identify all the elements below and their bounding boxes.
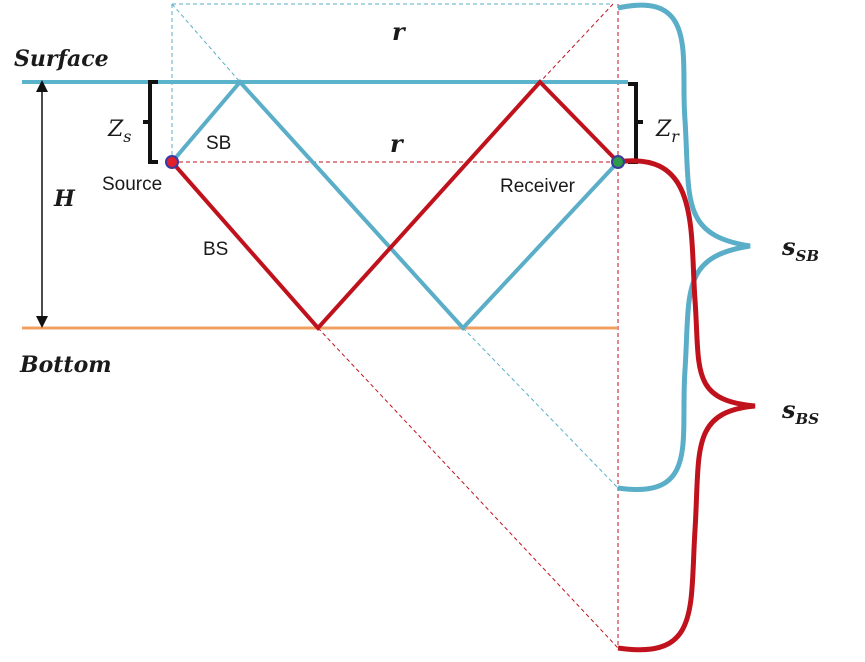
bottom-label: Bottom <box>19 352 112 378</box>
source-marker <box>165 155 179 169</box>
receiver-depth-subscript: r <box>671 127 680 146</box>
red-image-dashed-line <box>317 327 619 649</box>
sb-path-label: SB <box>206 133 231 154</box>
s-bs-symbol: s <box>781 395 796 424</box>
source-depth-bracket <box>143 80 158 164</box>
bs-ray-path <box>170 79 620 332</box>
s-sb-subscript: SB <box>796 247 820 265</box>
bs-brace <box>617 158 756 653</box>
source-depth-subscript: s <box>123 127 131 146</box>
depth-label: H <box>53 186 76 212</box>
receiver-depth-symbol: Z <box>655 117 672 142</box>
receiver-depth-label: Zr <box>655 117 680 146</box>
source-label: Source <box>102 174 162 195</box>
source-depth-symbol: Z <box>107 117 124 142</box>
source-depth-label: Zs <box>107 117 132 146</box>
range-mid-label: r <box>390 129 405 158</box>
sb-ray-path <box>170 78 620 331</box>
red-diagonal-top-dashed-line <box>539 3 614 83</box>
receiver-marker <box>611 155 625 169</box>
blue-diagonal-dashed-line <box>171 3 241 83</box>
s-sb-label: sSB <box>781 232 819 265</box>
receiver-depth-bracket <box>628 82 643 164</box>
receiver-label: Receiver <box>500 176 576 197</box>
blue-image-dashed-line <box>462 327 619 489</box>
s-bs-subscript: BS <box>795 410 820 428</box>
surface-label: Surface <box>14 46 109 72</box>
s-bs-label: sBS <box>781 395 819 428</box>
range-top-label: r <box>392 17 407 46</box>
sb-brace <box>617 2 751 492</box>
bs-path-label: BS <box>203 239 228 260</box>
s-sb-symbol: s <box>781 232 796 261</box>
